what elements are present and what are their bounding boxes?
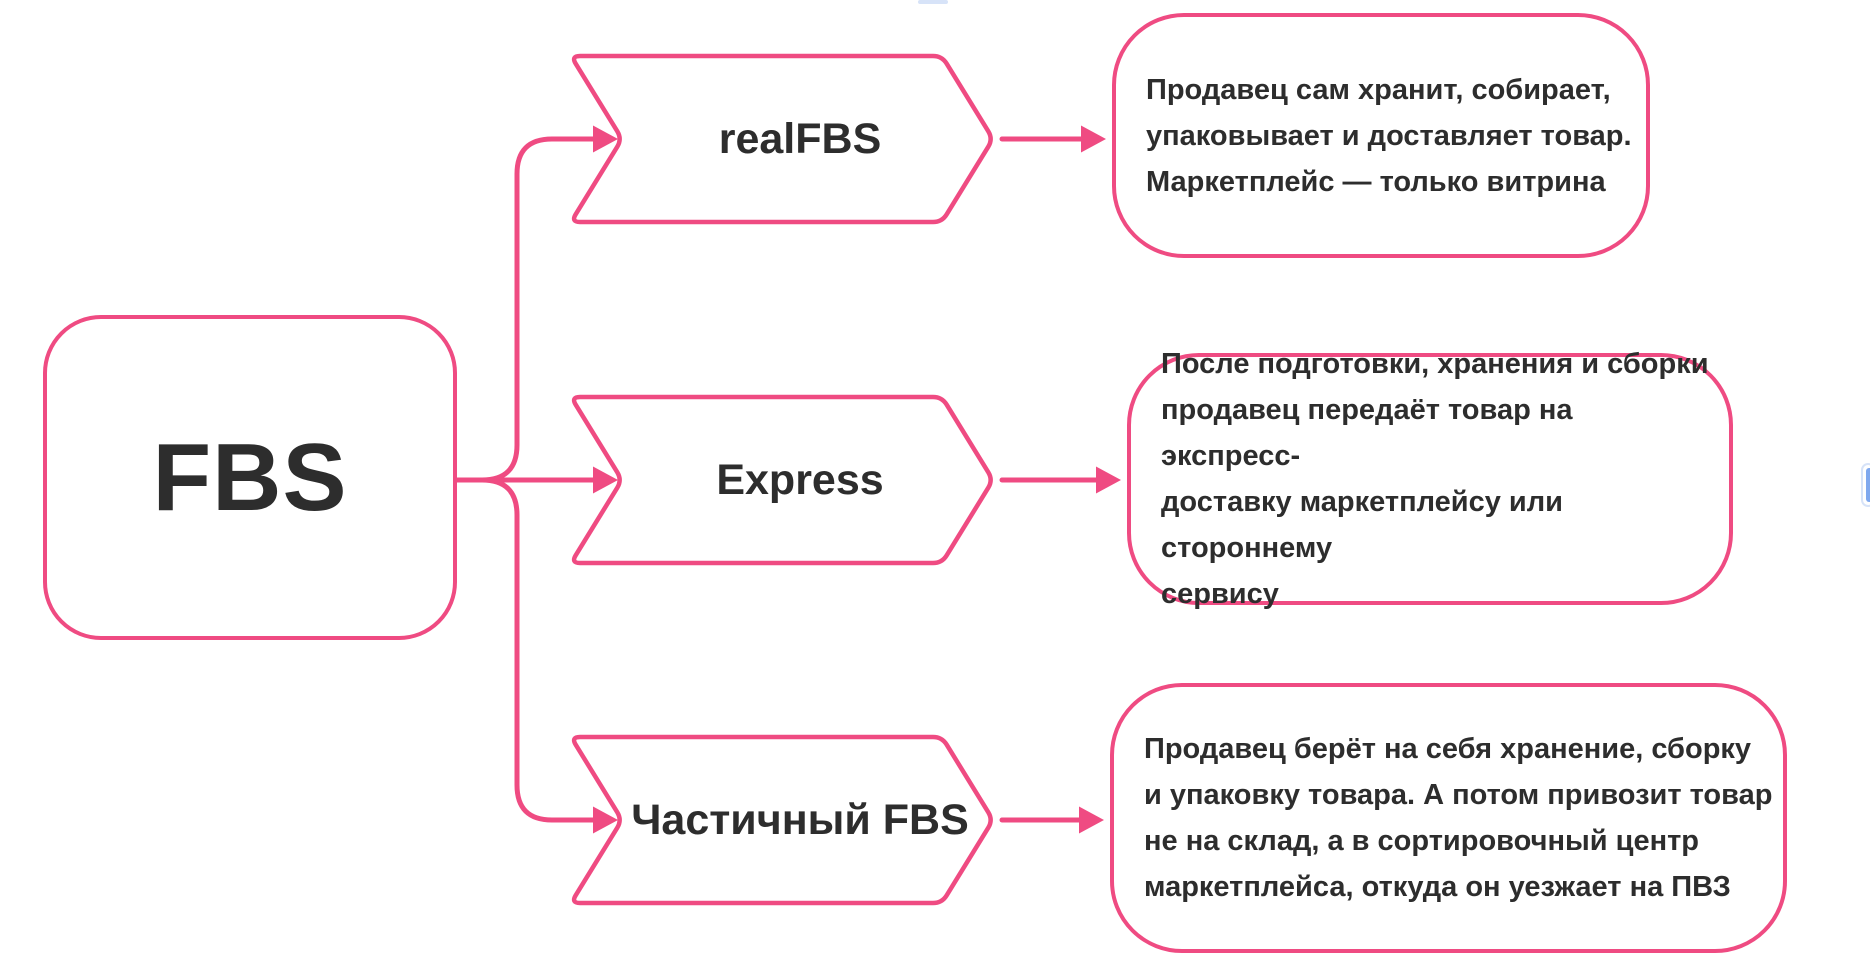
arrowhead-icon [1079,806,1104,834]
chevron-label-realfbs: realFBS [718,114,882,163]
description-text-partialfbs: Продавец берёт на себя хранение, сборку … [1144,733,1773,903]
fbs-root-node: FBS [43,315,457,640]
arrowhead-icon [1096,466,1121,494]
edge-artifact-right-bar [1866,468,1870,502]
arrowhead-icon [593,125,618,153]
chevron-shape-partialfbs [571,734,993,906]
description-text-realfbs: Продавец сам хранит, собирает, упаковыва… [1146,73,1632,198]
description-box-express: После подготовки, хранения и сборки прод… [1127,348,1733,610]
chevron-shape-realfbs [571,53,993,225]
edge-artifact-top [918,0,948,4]
description-box-partialfbs: Продавец берёт на себя хранение, сборку … [1110,683,1787,953]
fbs-root-label: FBS [152,423,348,531]
arrowhead-icon [1081,125,1106,153]
connector-top-branch [479,136,598,483]
description-box-realfbs: Продавец сам хранит, собирает, упаковыва… [1112,13,1650,258]
chevron-label-express: Express [716,455,884,504]
chevron-label-partialfbs: Частичный FBS [631,795,969,844]
description-text-express: После подготовки, хранения и сборки прод… [1161,348,1709,610]
chevron-shape-express [571,394,993,566]
connector-bottom-branch [479,477,598,823]
arrowhead-icon [593,466,618,494]
edge-artifact-right [1861,463,1870,507]
arrowhead-icon [593,806,618,834]
